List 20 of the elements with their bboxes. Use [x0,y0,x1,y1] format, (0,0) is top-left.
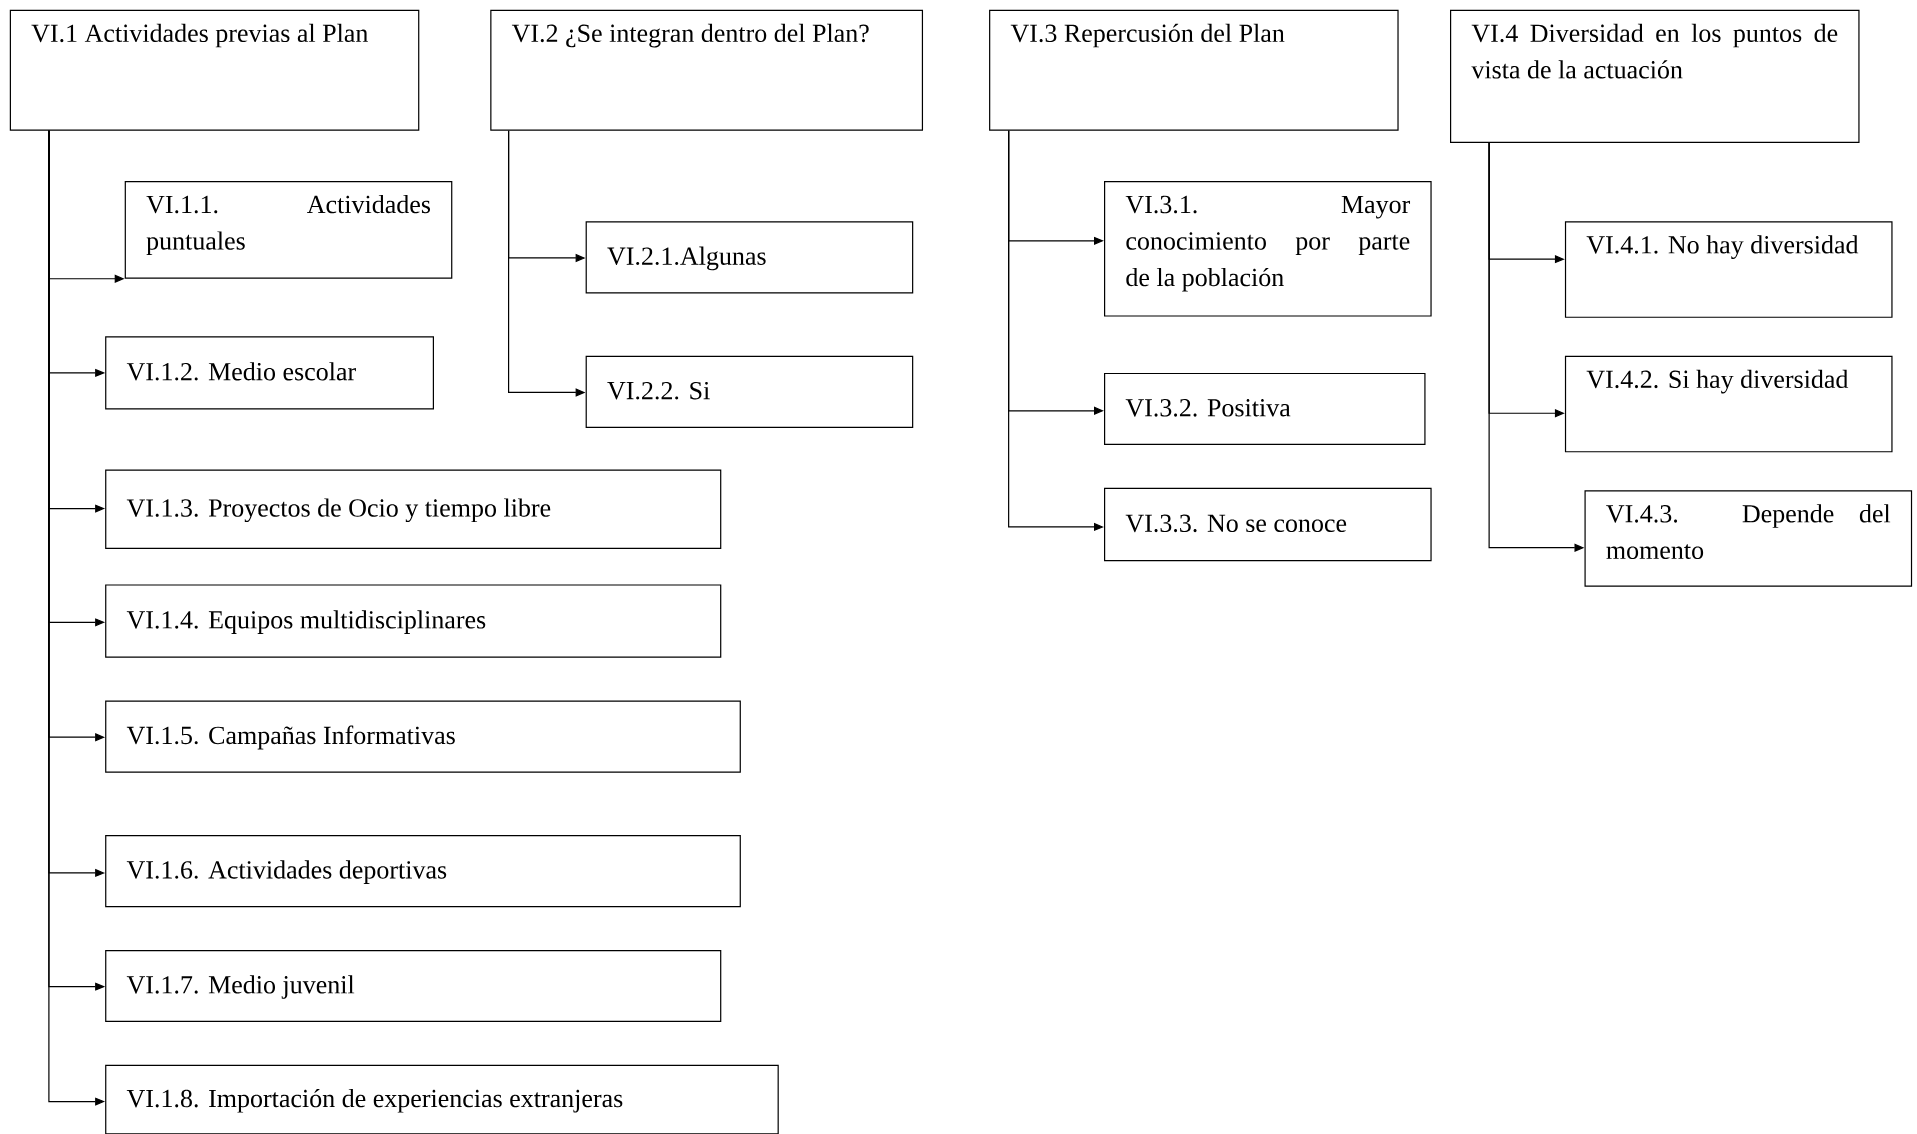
item-box: VI.2.1.Algunas [585,221,914,294]
item-box: VI.1.3. Proyectos de Ocio y tiempo libre [105,469,722,549]
item-box: VI.1.6. Actividades deportivas [105,835,741,908]
item-box: VI.1.8. Importación de experiencias extranjeras [105,1064,779,1134]
item-box: VI.1.7. Medio juvenil [105,949,722,1023]
item-box: VI.1.1. Actividades puntuales [124,180,453,279]
item-box: VI.3.1. Mayor conocimiento por parte de la población [1104,180,1432,317]
category-box: VI.2 ¿Se integran dentro del Plan? [490,9,924,131]
item-box: VI.4.3. Depende del momento [1584,490,1913,587]
item-box: VI.4.1. No hay diversidad [1564,221,1893,318]
category-box: VI.3 Repercusión del Plan [989,9,1399,131]
category-box: VI.1 Actividades previas al Plan [9,9,420,131]
item-box: VI.2.2. Si [585,355,914,428]
item-box: VI.1.2. Medio escolar [105,336,434,410]
item-box: VI.1.4. Equipos multidisciplinares [105,584,722,658]
item-box: VI.3.2. Positiva [1104,372,1426,445]
category-box: VI.4 Diversidad en los puntos de vista de la actuación [1450,9,1860,143]
item-box: VI.3.3. No se conoce [1104,487,1432,562]
item-box: VI.1.5. Campañas Informativas [105,700,741,773]
item-box: VI.4.2. Si hay diversidad [1564,355,1893,453]
